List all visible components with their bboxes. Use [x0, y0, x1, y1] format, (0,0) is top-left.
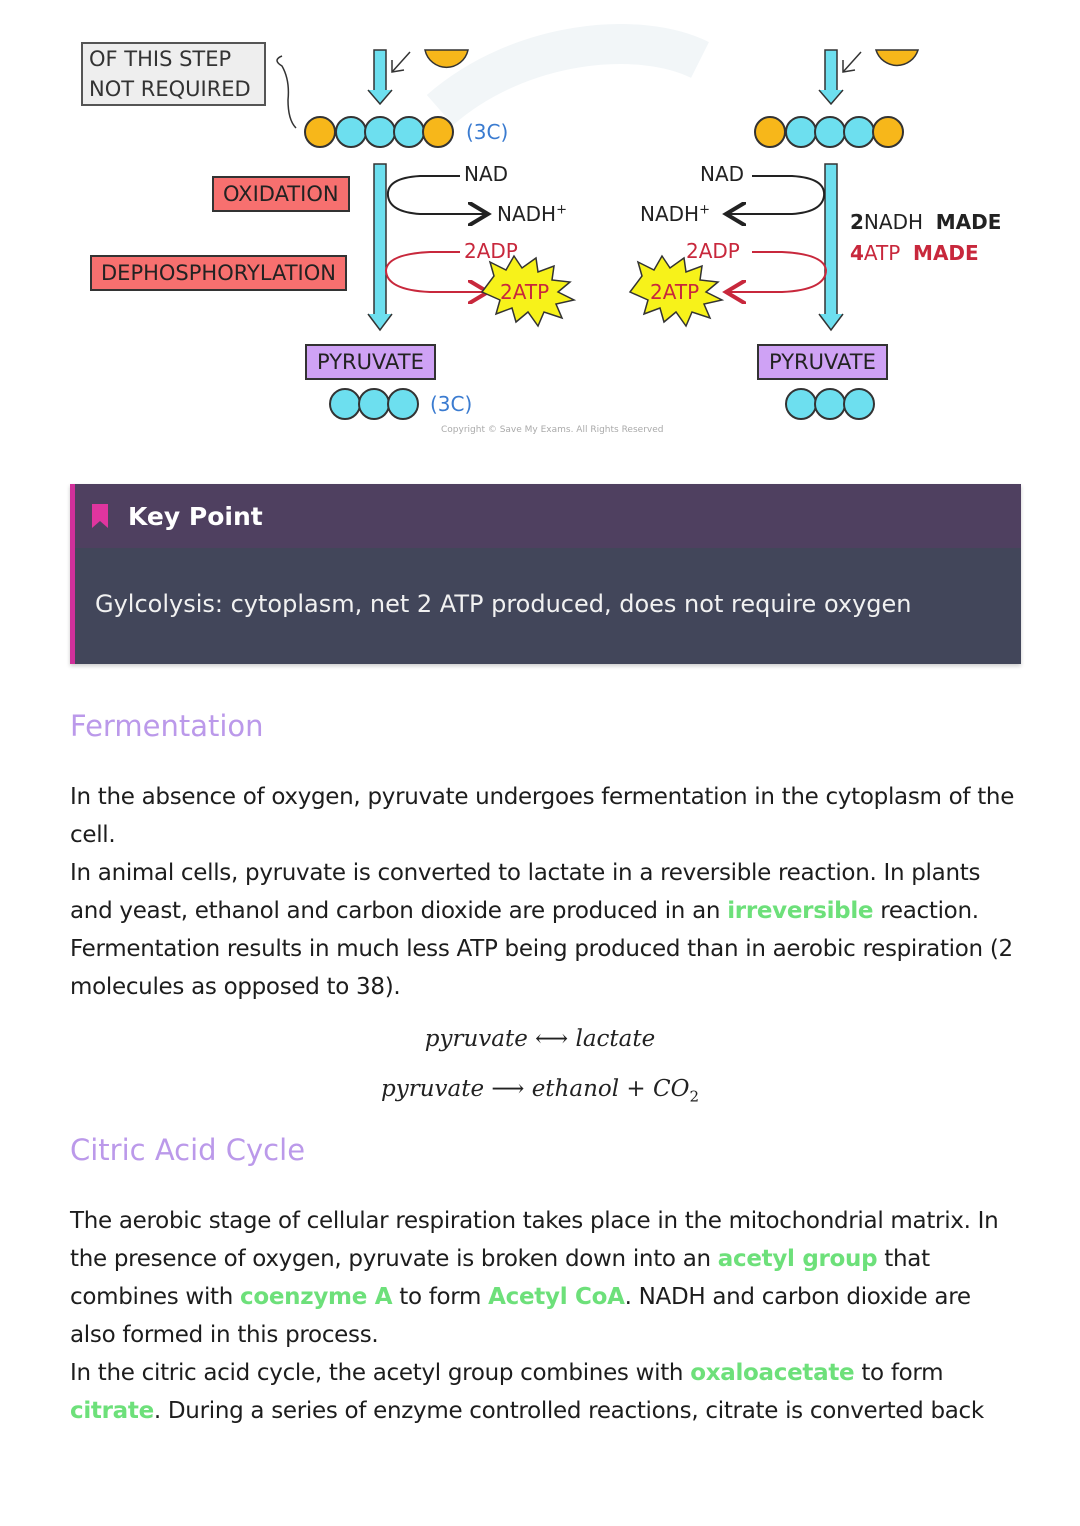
nadh-made-word: NADH	[863, 210, 924, 234]
left-3c-top-label: (3C)	[466, 120, 509, 144]
citric-p1a: The aerobic stage of cellular respiratio…	[70, 1208, 999, 1272]
citric-acid-heading: Citric Acid Cycle	[70, 1133, 306, 1167]
fermentation-heading: Fermentation	[70, 709, 264, 743]
citric-p2c: . During a series of enzyme controlled r…	[153, 1398, 984, 1424]
nad-arrow-right	[726, 175, 826, 214]
nadh-made-suffix: MADE	[935, 210, 1002, 234]
eq1-left: pyruvate	[424, 1026, 528, 1052]
citric-p1b: that combines with	[70, 1246, 930, 1310]
nad-right-label: NAD	[700, 162, 745, 186]
nad-left-label: NAD	[464, 162, 509, 186]
citric-p1c: to form	[392, 1284, 489, 1310]
nadh-left-label: NADH+	[497, 202, 567, 226]
atp-made-label: 4ATP MADE	[850, 241, 979, 265]
left-pyruvate-chain	[329, 388, 419, 420]
pyruvate-left-box: PYRUVATE	[305, 344, 436, 380]
eq2-plus: +	[626, 1076, 646, 1102]
acetyl-group-highlight: acetyl group	[717, 1246, 878, 1272]
copyright-text: Copyright © Save My Exams. All Rights Re…	[441, 425, 664, 435]
top-arrow-right	[818, 49, 920, 106]
fermentation-paragraph: In the absence of oxygen, pyruvate under…	[70, 778, 1020, 1006]
note-line-1: OF THIS STEP	[89, 47, 232, 71]
citric-p2a: In the citric acid cycle, the acetyl gro…	[70, 1360, 691, 1386]
irreversible-highlight: irreversible	[727, 898, 874, 924]
adp-arrow-left	[384, 251, 488, 292]
oxidation-box: OXIDATION	[212, 176, 350, 212]
atp-star-right	[628, 254, 725, 328]
top-arrow-left	[367, 49, 469, 106]
eq2-left: pyruvate	[380, 1076, 485, 1102]
nadh-left-sup: +	[556, 202, 567, 218]
note-line-2: NOT REQUIRED	[89, 77, 251, 101]
right-pyruvate-chain	[785, 388, 875, 420]
note-bracket	[276, 55, 297, 129]
key-point-header: Key Point	[75, 484, 1021, 548]
citric-paragraph: The aerobic stage of cellular respiratio…	[70, 1202, 1020, 1430]
eq2-co2: CO	[653, 1076, 690, 1102]
nadh-right-sup: +	[699, 202, 710, 218]
nadh-made-label: 2NADH MADE	[850, 210, 1001, 234]
atp-made-word: ATP	[863, 241, 901, 265]
nadh-left-text: NADH	[497, 202, 557, 226]
left-main-arrow	[367, 163, 393, 332]
coenzyme-a-highlight: coenzyme A	[240, 1284, 393, 1310]
fermentation-p3: Fermentation results in much less ATP be…	[70, 936, 1013, 1000]
pyruvate-right-box: PYRUVATE	[757, 344, 888, 380]
eq2-arrow: ⟶	[491, 1076, 525, 1102]
ethanol-equation: pyruvate ⟶ ethanol + CO2	[0, 1076, 1080, 1106]
nad-arrow-left	[386, 175, 488, 214]
dephosphorylation-box: DEPHOSPHORYLATION	[90, 255, 347, 291]
key-point-callout: Key Point Gylcolysis: cytoplasm, net 2 A…	[70, 484, 1021, 664]
atp-right-label: 2ATP	[650, 280, 700, 304]
nadh-right-text: NADH	[640, 202, 700, 226]
fermentation-p2a: In animal cells, pyruvate is converted t…	[70, 860, 981, 924]
citric-p2b: to form	[854, 1360, 944, 1386]
citrate-highlight: citrate	[70, 1398, 154, 1424]
right-main-arrow	[818, 163, 844, 332]
eq2-sub: 2	[689, 1087, 700, 1106]
adp-left-label: 2ADP	[464, 239, 518, 263]
adp-arrow-right	[726, 251, 828, 292]
bookmark-icon	[92, 504, 108, 528]
fermentation-p1: In the absence of oxygen, pyruvate under…	[70, 784, 1015, 848]
atp-star-left	[480, 254, 577, 328]
citric-p1d: . NADH and carbon dioxide are also forme…	[70, 1284, 971, 1348]
key-point-text: Gylcolysis: cytoplasm, net 2 ATP produce…	[95, 590, 912, 618]
fermentation-p2b: reaction.	[873, 898, 979, 924]
eq1-right: lactate	[575, 1026, 656, 1052]
right-3c-chain	[754, 116, 904, 148]
oxaloacetate-highlight: oxaloacetate	[690, 1360, 855, 1386]
nadh-made-num: 2	[850, 210, 864, 234]
key-point-title: Key Point	[128, 501, 263, 531]
atp-made-suffix: MADE	[913, 241, 979, 265]
eq1-arrow: ⟷	[535, 1026, 569, 1052]
atp-left-label: 2ATP	[500, 280, 550, 304]
diagram-graphics	[276, 24, 920, 420]
glycolysis-diagram: OF THIS STEP NOT REQUIRED (3C) NAD NADH+…	[0, 0, 1080, 460]
eq2-right: ethanol	[531, 1076, 620, 1102]
atp-made-num: 4	[850, 241, 864, 265]
watermark-shape	[426, 24, 709, 126]
acetyl-coa-highlight: Acetyl CoA	[488, 1284, 625, 1310]
adp-right-label: 2ADP	[686, 239, 740, 263]
nadh-right-label: NADH+	[640, 202, 710, 226]
lactate-equation: pyruvate ⟷ lactate	[0, 1026, 1080, 1052]
left-3c-chain	[304, 116, 454, 148]
left-3c-bottom-label: (3C)	[430, 392, 473, 416]
step-not-required-note: OF THIS STEP NOT REQUIRED	[81, 42, 266, 106]
